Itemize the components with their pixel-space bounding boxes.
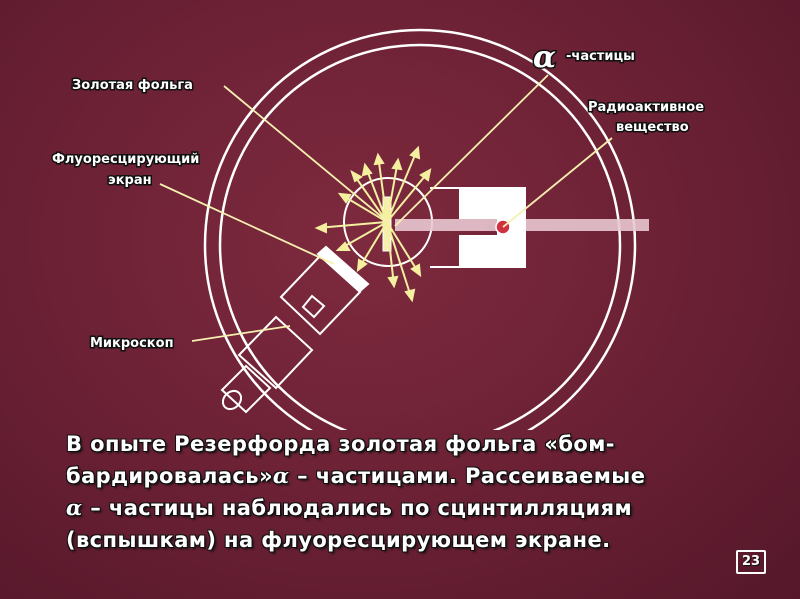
chamber-inner-ring [218, 43, 622, 430]
ray [386, 221, 422, 278]
caption-line-4: (вспышкам) на флуоресцирующем экране. [66, 528, 611, 552]
microscope-lens [301, 294, 326, 319]
caption-line-3: α – частицы наблюдались по сцинтилляциям [66, 492, 726, 524]
ray [386, 221, 399, 289]
label-screen-line2: экран [108, 173, 152, 188]
label-radioactive-line2: вещество [616, 120, 689, 135]
label-radioactive-line1: Радиоактивное [588, 100, 704, 115]
label-gold-foil: Золотая фольга [72, 78, 193, 93]
caption-alpha-symbol: α [66, 495, 83, 520]
ray [314, 221, 388, 234]
label-microscope: Микроскоп [90, 336, 174, 351]
caption-line-3-end: – частицы наблюдались по сцинтилляциям [82, 496, 633, 520]
microscope [220, 245, 370, 414]
ray [350, 169, 388, 223]
ray [335, 221, 388, 251]
microscope-tube [279, 254, 362, 336]
slide-caption: В опыте Резерфорда золотая фольга «бом- … [66, 428, 726, 556]
leader-alpha-particles [394, 74, 549, 227]
ray [386, 157, 403, 223]
scattered-rays [314, 145, 432, 303]
ray [361, 162, 388, 223]
leader-microscope [191, 325, 291, 342]
rutherford-experiment-diagram: Золотая фольга α -частицы Радиоактивное … [51, 28, 706, 430]
caption-line-2-start: бардировалась» [66, 464, 273, 488]
label-alpha-particles: -частицы [566, 49, 635, 64]
chamber-outer-ring [203, 28, 637, 430]
leader-gold-foil [223, 85, 389, 223]
caption-alpha-symbol: α [272, 463, 290, 488]
leader-screen [159, 183, 335, 265]
caption-line-1: В опыте Резерфорда золотая фольга «бом- [66, 432, 615, 456]
leader-lines [159, 74, 613, 342]
caption-line-2-end: – частицами. Рассеиваемые [289, 464, 646, 488]
source-holder [459, 187, 526, 268]
ray [337, 192, 388, 223]
ray [386, 221, 416, 303]
label-screen-line1: Флуоресцирующий [52, 152, 199, 167]
label-alpha-symbol: α [533, 40, 556, 75]
ray [373, 152, 388, 223]
frame-number-badge: 23 [736, 550, 766, 574]
leader-radioactive [502, 137, 613, 228]
ray [386, 145, 421, 223]
ray [356, 221, 388, 273]
caption-line-2: бардировалась»α – частицами. Рассеиваемы… [66, 460, 726, 492]
ray [386, 168, 432, 223]
eyepiece-end [221, 389, 243, 411]
